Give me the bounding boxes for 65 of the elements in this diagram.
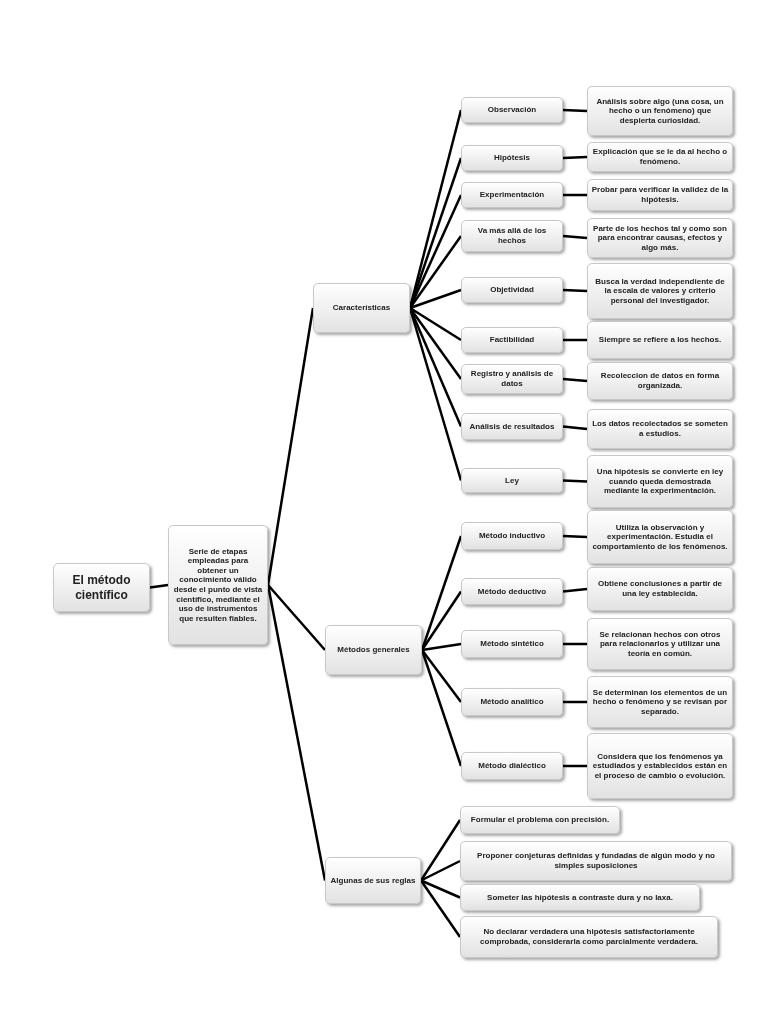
connector-line xyxy=(562,425,588,431)
text-box: No declarar verdadera una hipótesis satisfactoriamente comprobada, considerarla como parcialmente verdadera. xyxy=(460,916,718,958)
connector-line xyxy=(149,583,169,589)
connector-line xyxy=(419,879,462,938)
connector-line xyxy=(562,155,588,160)
connector-line xyxy=(420,879,461,899)
text-box: Método sintético xyxy=(461,630,563,658)
connector-line xyxy=(562,234,588,240)
text-box: El método científico xyxy=(53,563,150,612)
text-box: Siempre se refiere a los hechos. xyxy=(587,321,733,359)
text-box: Experimentación xyxy=(461,182,563,208)
text-box: Método deductivo xyxy=(461,578,563,605)
connector-line xyxy=(421,642,462,652)
connector-line xyxy=(266,584,327,881)
text-box: Proponer conjeturas definidas y fundadas de algún modo y no simples suposiciones xyxy=(460,841,732,881)
text-box: Análisis de resultados xyxy=(461,413,563,440)
text-box: Métodos generales xyxy=(325,625,422,675)
text-box: Recoleccion de datos en forma organizada. xyxy=(587,362,733,400)
text-box: Someter las hipótesis a contraste dura y no laxa. xyxy=(460,884,700,911)
connector-line xyxy=(420,859,461,882)
text-box: Formular el problema con precisión. xyxy=(460,806,620,834)
connector-line xyxy=(267,584,326,651)
text-box: Hipótesis xyxy=(461,145,563,171)
connector-line xyxy=(266,307,315,586)
connector-line xyxy=(563,764,587,768)
text-box: Los datos recolectados se someten a estudios. xyxy=(587,409,733,449)
text-box: Factibilidad xyxy=(461,327,563,353)
text-box: Se determinan los elementos de un hecho o fenómeno y se revisan por separado. xyxy=(587,676,733,728)
connector-line xyxy=(421,649,462,703)
connector-line xyxy=(562,587,588,593)
connector-line xyxy=(562,377,588,383)
connector-line xyxy=(563,642,587,646)
connector-line xyxy=(562,108,588,113)
text-box: Serie de etapas empleadas para obtener un conocimiento válido desde el punto de vista científico, mediante el uso de instrumentos que resulten fiables. xyxy=(168,525,268,645)
connector-line xyxy=(563,193,587,197)
text-box: Ley xyxy=(461,468,563,493)
text-box: Obtiene conclusiones a partir de una ley establecida. xyxy=(587,567,733,611)
text-box: Considera que los fenómenos ya estudiados y establecidos están en el proceso de cambio o evolución. xyxy=(587,733,733,799)
text-box: Parte de los hechos tal y como son para encontrar causas, efectos y algo más. xyxy=(587,218,733,258)
text-box: Método analítico xyxy=(461,688,563,716)
text-box: Algunas de sus reglas xyxy=(325,857,421,904)
connector-line xyxy=(420,590,463,651)
text-box: Una hipótesis se convierte en ley cuando queda demostrada mediante la experimentación. xyxy=(587,455,733,508)
connector-line xyxy=(562,534,588,539)
text-box: Explicación que se le da al hecho o fenómeno. xyxy=(587,142,733,172)
text-box: Busca la verdad independiente de la escala de valores y criterio personal del investigador. xyxy=(587,263,733,319)
text-box: Probar para verificar la validez de la hipótesis. xyxy=(587,179,733,211)
text-box: Características xyxy=(313,283,410,333)
text-box: Va más allá de los hechos xyxy=(461,220,563,252)
text-box: Objetividad xyxy=(461,277,563,303)
text-box: Método inductivo xyxy=(461,522,563,550)
connector-line xyxy=(563,338,587,342)
connector-line xyxy=(409,306,462,342)
connector-line xyxy=(409,288,462,310)
text-box: Se relacionan hechos con otros para relacionarlos y utilizar una teoría en común. xyxy=(587,618,733,670)
text-box: Método dialéctico xyxy=(461,752,563,780)
text-box: Observación xyxy=(461,97,563,123)
connector-line xyxy=(562,479,588,483)
connector-line xyxy=(419,819,462,882)
text-box: Análisis sobre algo (una cosa, un hecho o un fenómeno) que despierta curiosidad. xyxy=(587,86,733,136)
connector-line xyxy=(562,288,588,293)
connector-line xyxy=(563,700,587,704)
text-box: Utiliza la observación y experimentación. Estudia el comportamiento de los fenómenos. xyxy=(587,510,733,564)
connector-line xyxy=(409,307,462,380)
text-box: Registro y análisis de datos xyxy=(461,364,563,394)
